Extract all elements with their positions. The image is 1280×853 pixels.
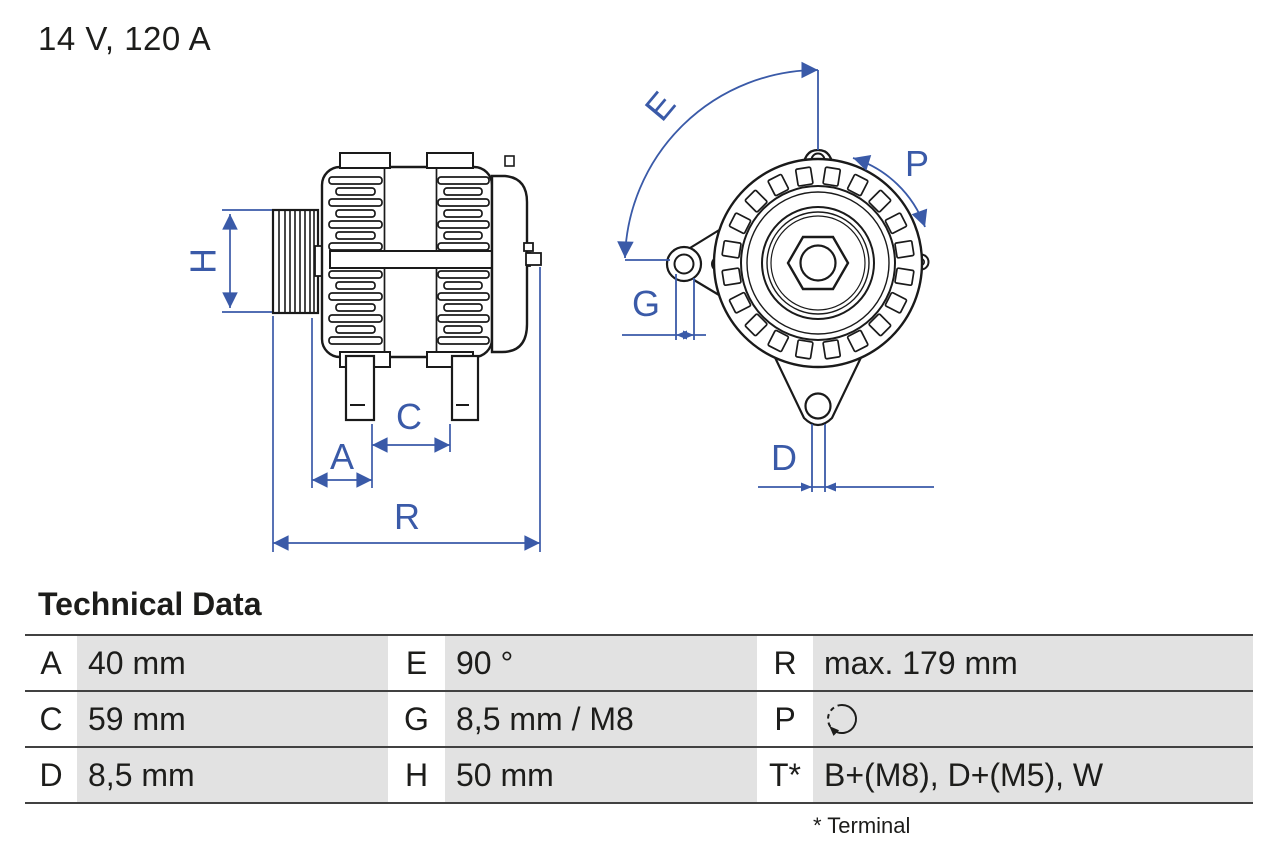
- technical-data-heading: Technical Data: [38, 586, 262, 622]
- mounting-legs: [344, 354, 480, 422]
- dim-key: G: [388, 692, 445, 746]
- alternator-technical-drawing: H A C R: [183, 61, 934, 552]
- front-view-dimensions: [617, 61, 934, 492]
- dim-key: R: [757, 636, 813, 690]
- table-row: C 59 mm G 8,5 mm / M8 P: [25, 690, 1253, 746]
- dim-key: H: [388, 748, 445, 802]
- end-cap: [490, 174, 529, 354]
- table-row: A 40 mm E 90 ° R max. 179 mm: [25, 634, 1253, 690]
- dim-value: 8,5 mm: [77, 748, 388, 802]
- page-title: 14 V, 120 A: [38, 20, 212, 57]
- terminal-footnote: * Terminal: [813, 813, 911, 838]
- dim-label-r: R: [394, 496, 420, 537]
- dim-label-d: D: [771, 437, 797, 478]
- dim-value: max. 179 mm: [813, 636, 1253, 690]
- dim-value: 59 mm: [77, 692, 388, 746]
- dim-value: 40 mm: [77, 636, 388, 690]
- bottom-lug: [769, 346, 867, 427]
- dim-key: D: [25, 748, 77, 802]
- side-view-dimensions: [222, 209, 541, 552]
- dim-key: C: [25, 692, 77, 746]
- dim-value: 50 mm: [445, 748, 757, 802]
- dim-value: 8,5 mm / M8: [445, 692, 757, 746]
- rotation-direction-cell: [813, 692, 1253, 746]
- dim-label-p: P: [905, 143, 929, 184]
- dim-label-g: G: [632, 283, 660, 324]
- front-view: [665, 148, 930, 427]
- dim-key: T*: [757, 748, 813, 802]
- dim-label-c: C: [396, 396, 422, 437]
- dim-value: B+(M8), D+(M5), W: [813, 748, 1253, 802]
- dim-label-a: A: [330, 436, 354, 477]
- side-view: [271, 152, 542, 422]
- terminal-stud: [523, 242, 542, 266]
- dim-key: P: [757, 692, 813, 746]
- cooling-fins: [328, 176, 490, 345]
- dim-key: A: [25, 636, 77, 690]
- table-row: D 8,5 mm H 50 mm T* B+(M8), D+(M5), W: [25, 746, 1253, 802]
- rotation-cw-icon: [827, 704, 857, 736]
- technical-data-table: A 40 mm E 90 ° R max. 179 mm C 59 mm G 8…: [25, 634, 1253, 804]
- dim-label-e: E: [637, 84, 684, 129]
- dim-value: 90 °: [445, 636, 757, 690]
- dim-label-h: H: [183, 248, 224, 274]
- dim-key: E: [388, 636, 445, 690]
- front-view-dimension-arrows: [676, 330, 836, 492]
- technical-data-section: Technical Data A 40 mm E 90 ° R max. 179…: [25, 586, 1253, 839]
- pulley: [271, 208, 320, 315]
